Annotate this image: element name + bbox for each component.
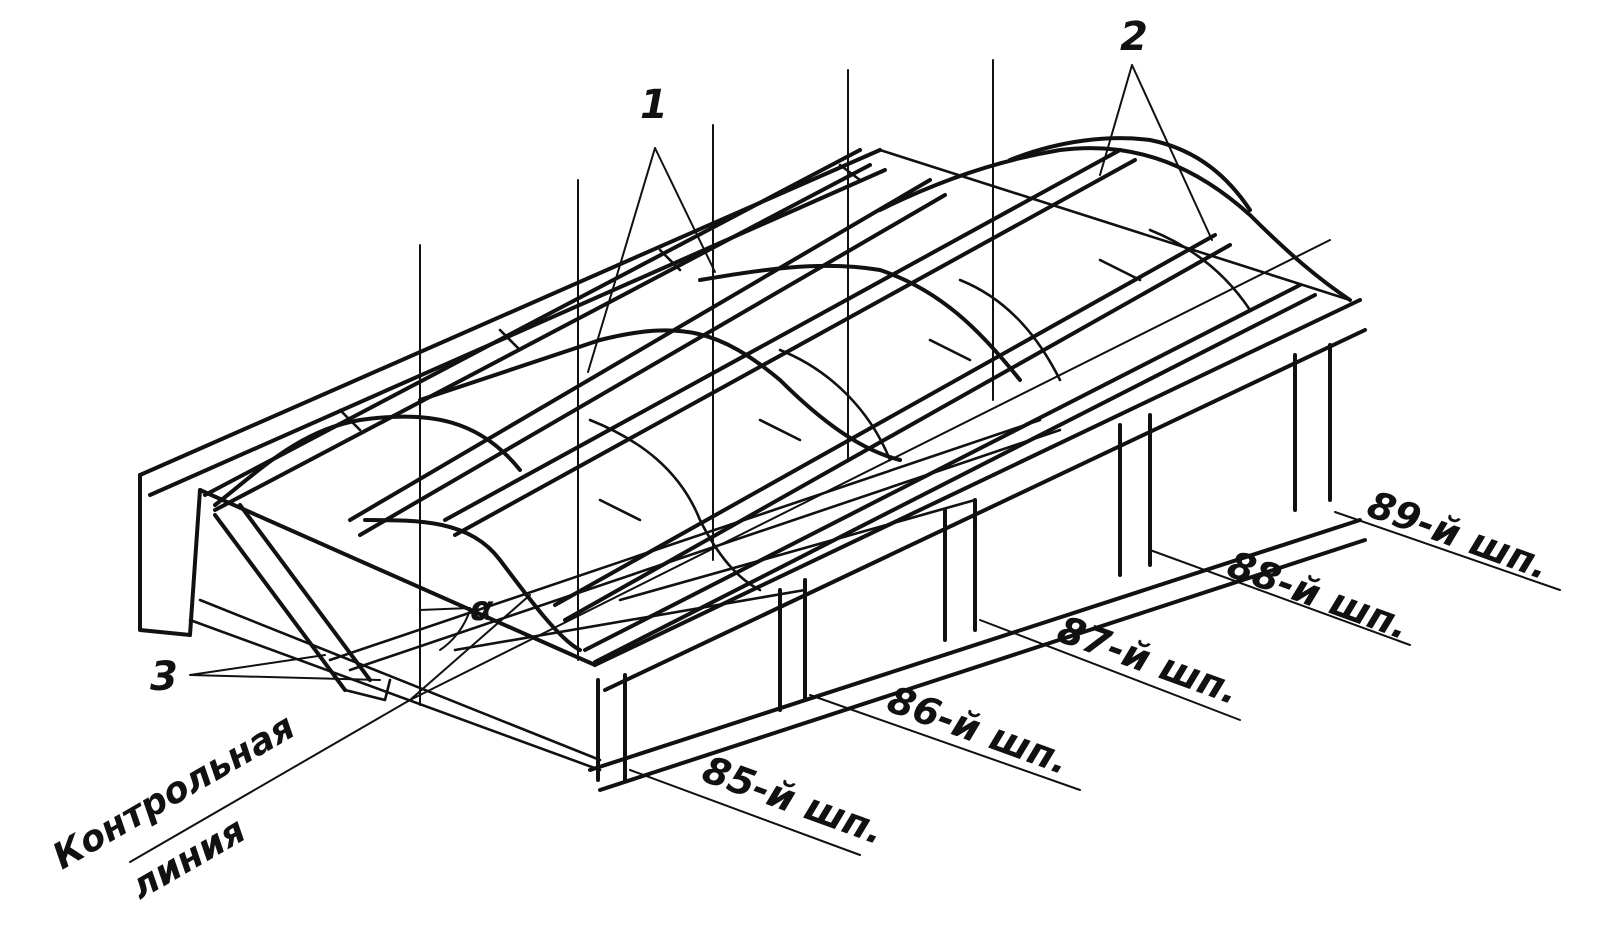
vertical-lines [419, 59, 994, 706]
callouts: 1 2 3 [150, 14, 1213, 700]
frame-label-85: 85-й шп. [697, 747, 890, 853]
angle-construction: α [409, 589, 531, 701]
callout-2-label: 2 [1120, 14, 1148, 60]
frame-templates [213, 136, 1352, 652]
support-strut [213, 503, 392, 702]
callout-1-label: 1 [640, 82, 668, 128]
frame-label-87: 87-й шп. [1052, 607, 1245, 713]
cross-pieces [338, 163, 1142, 522]
frame-label-88: 88-й шп. [1222, 542, 1415, 648]
frame-label-89: 89-й шп. [1362, 482, 1555, 588]
control-line: Контрольная линия [46, 239, 1331, 908]
frame-stations: 85-й шп. 86-й шп. 87-й шп. 88-й шп. 89-й… [629, 482, 1561, 856]
alpha-label: α [470, 589, 494, 629]
callout-3-label: 3 [150, 654, 178, 700]
